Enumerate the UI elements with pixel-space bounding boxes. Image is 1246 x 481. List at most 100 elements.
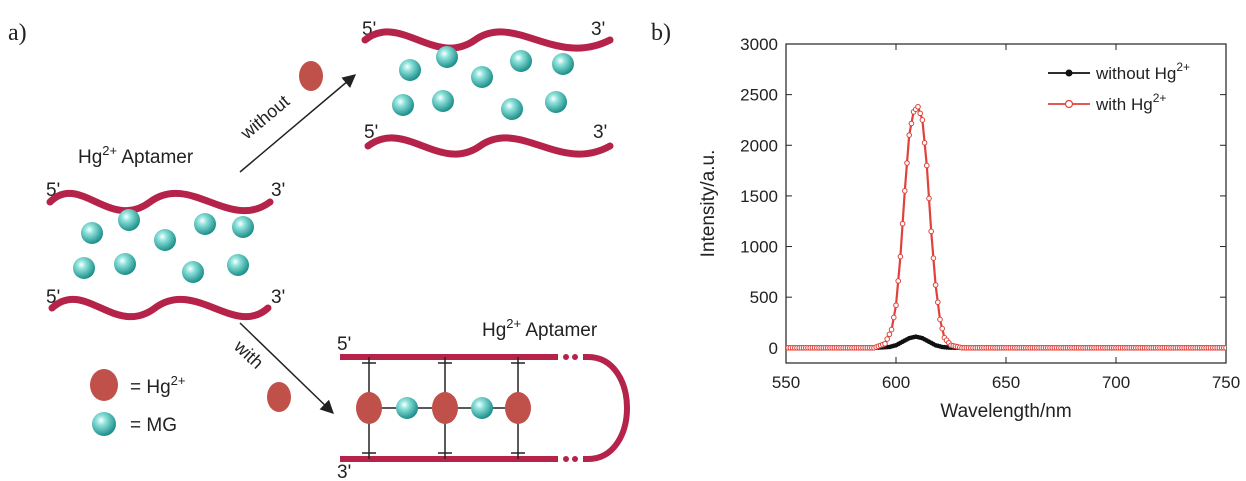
top-right-upper-strand <box>361 28 614 52</box>
left-top-strand <box>46 189 274 215</box>
y-tick-label: 2000 <box>740 136 778 155</box>
top-right-mg-balls <box>392 46 574 120</box>
y-tick-label: 2500 <box>740 86 778 105</box>
hairpin-aptamer <box>340 354 630 462</box>
y-tick-label: 3000 <box>740 35 778 54</box>
mg-ball <box>118 209 140 231</box>
data-point <box>939 325 946 332</box>
data-point <box>904 160 910 166</box>
hairpin-loop <box>583 354 630 462</box>
dot <box>563 354 569 360</box>
dot <box>563 456 569 462</box>
data-point <box>915 103 921 110</box>
arrow-without <box>239 74 357 173</box>
mg-ball <box>232 216 254 238</box>
mg-ball <box>392 94 414 116</box>
legend-marker <box>1065 69 1073 77</box>
mg-ball <box>399 59 421 81</box>
data-point <box>908 120 915 127</box>
x-tick-label: 700 <box>1102 373 1130 392</box>
left-bottom-3prime: 3' <box>271 287 285 308</box>
legend-mg-swatch <box>92 412 116 436</box>
data-point <box>886 331 893 338</box>
x-axis-title: Wavelength/nm <box>940 401 1071 422</box>
mg-ball <box>510 50 532 72</box>
data-point <box>917 110 924 117</box>
data-point <box>895 278 902 284</box>
x-tick-label: 600 <box>882 373 910 392</box>
mg-ball <box>73 257 95 279</box>
top-right-lower-strand <box>364 134 614 158</box>
data-point <box>882 340 888 347</box>
panel-a: a) Hg2+ Aptamer 5' 3' 5' 3' without 5' 3… <box>8 19 630 481</box>
chart-legend: without Hg2+ with Hg2+ <box>1048 60 1190 114</box>
left-top-3prime: 3' <box>271 180 285 201</box>
mg-ball <box>227 254 249 276</box>
top-strand-b-3prime: 3' <box>593 122 607 143</box>
data-point <box>891 314 897 321</box>
mg-ball <box>154 229 176 251</box>
data-point <box>928 228 935 235</box>
mg-ball <box>471 397 493 419</box>
legend-mg-label: = MG <box>130 415 177 436</box>
panel-b-label: b) <box>651 20 671 46</box>
aptamer-label-right: Hg2+ Aptamer <box>482 316 598 341</box>
dot <box>572 354 578 360</box>
hairpin-5prime: 5' <box>337 334 351 355</box>
y-tick-label: 0 <box>769 339 778 358</box>
hg-ion-without <box>299 61 323 91</box>
data-point <box>888 326 895 333</box>
data-point <box>897 253 904 260</box>
mg-ball <box>432 90 454 112</box>
mg-ball <box>552 53 574 75</box>
y-tick-label: 1000 <box>740 238 778 257</box>
x-tick-label: 750 <box>1212 373 1240 392</box>
with-label: with <box>230 336 268 373</box>
top-strand-3prime: 3' <box>591 19 605 40</box>
aptamer-label-left: Hg2+ Aptamer <box>78 143 194 168</box>
legend-label: with Hg2+ <box>1095 91 1166 114</box>
data-point <box>906 132 913 138</box>
data-point <box>924 162 930 169</box>
mg-ball <box>182 261 204 283</box>
mg-ball <box>194 213 216 235</box>
left-mg-balls <box>73 209 254 283</box>
mg-ball <box>545 91 567 113</box>
data-point <box>893 302 899 309</box>
left-bottom-strand <box>48 295 272 321</box>
data-point <box>1223 345 1226 351</box>
mg-ball <box>471 66 493 88</box>
hg-ion <box>505 392 531 424</box>
legend-hg-swatch <box>90 369 118 401</box>
top-strand-b-5prime: 5' <box>364 122 378 143</box>
mg-ball <box>396 397 418 419</box>
x-tick-label: 650 <box>992 373 1020 392</box>
data-point <box>932 282 939 288</box>
mg-ball <box>436 46 458 68</box>
data-point <box>919 117 926 123</box>
data-point <box>926 195 932 202</box>
mg-ball <box>114 253 136 275</box>
x-tick-label: 550 <box>772 373 800 392</box>
data-point <box>884 336 891 342</box>
data-point <box>902 188 908 194</box>
data-point <box>899 220 906 227</box>
arrow-with <box>239 322 334 414</box>
panel-a-label: a) <box>8 20 27 46</box>
legend-marker <box>1064 99 1074 109</box>
legend-label: without Hg2+ <box>1095 60 1190 83</box>
data-point <box>935 299 941 306</box>
hg-ion <box>432 392 458 424</box>
series-1 <box>786 103 1226 351</box>
data-point <box>930 255 937 261</box>
hg-ion-with <box>267 382 291 412</box>
data-point <box>937 316 943 323</box>
y-tick-label: 500 <box>750 288 778 307</box>
legend-hg-label: = Hg2+ <box>130 373 186 398</box>
y-axis-title: Intensity/a.u. <box>698 150 719 258</box>
mg-ball <box>81 222 103 244</box>
series-line <box>786 104 1226 349</box>
